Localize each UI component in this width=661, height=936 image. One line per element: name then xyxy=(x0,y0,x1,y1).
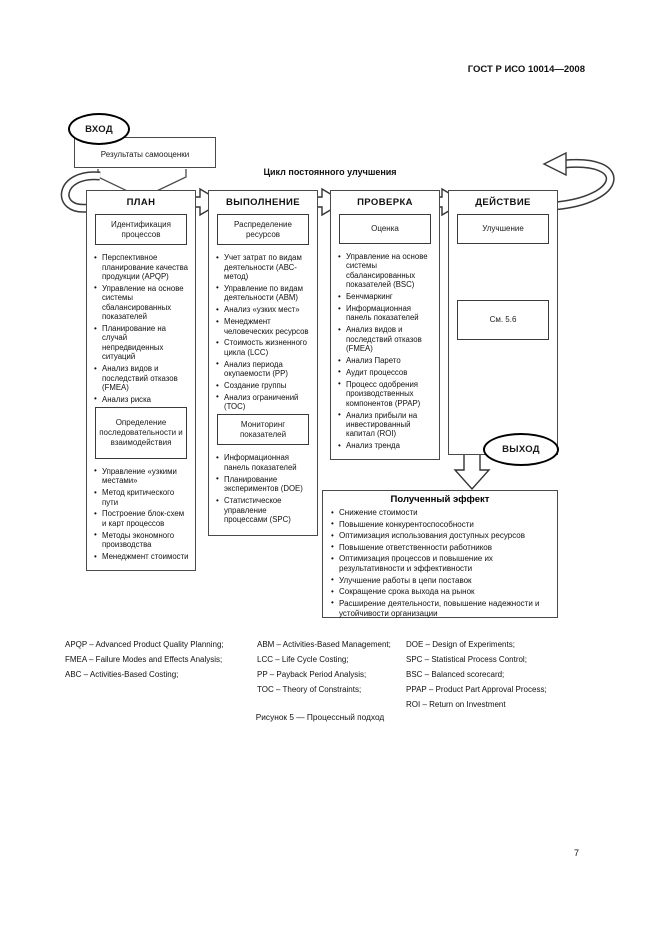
output-node: ВЫХОД xyxy=(483,433,559,466)
input-label: ВХОД xyxy=(85,123,113,135)
document-header: ГОСТ Р ИСО 10014—2008 xyxy=(467,64,585,75)
list-item: Повышение ответственности работников xyxy=(331,542,551,553)
list-item: Снижение стоимости xyxy=(331,508,551,518)
list-item: Методы экономного производства xyxy=(94,530,190,550)
plan-box-sequence: Определение последовательности и взаимод… xyxy=(95,406,187,459)
list-item: Анализ периода окупаемости (РР) xyxy=(216,359,312,379)
legend-column-1: APQP – Advanced Product Quality Planning… xyxy=(65,637,224,682)
page-number: 7 xyxy=(574,848,580,858)
list-item: Статистическое управление процессами (SP… xyxy=(216,496,312,524)
list-item: APQP – Advanced Product Quality Planning… xyxy=(65,640,224,649)
list-item: BSC – Balanced scorecard; xyxy=(406,670,505,679)
legend-list-1: APQP – Advanced Product Quality Planning… xyxy=(65,637,224,682)
list-item: Расширение деятельности, повышение надеж… xyxy=(331,598,551,619)
check-box-evaluation: Оценка xyxy=(339,214,431,244)
list-item: Анализ Парето xyxy=(338,356,434,366)
plan-bullets-1: Перспективное планирование качества прод… xyxy=(92,251,190,404)
list-item: DOE – Design of Experiments; xyxy=(406,640,515,649)
list-item: Планирование экспериментов (DOE) xyxy=(216,474,312,494)
list-item: PPAP – Product Part Approval Process; xyxy=(406,685,547,694)
list-item: Оптимизация процессов и повышение их рез… xyxy=(331,554,551,574)
list-item: Улучшение работы в цепи поставок xyxy=(331,575,551,586)
list-item: Управление «узкими местами» xyxy=(94,466,190,486)
list-item: Аудит процессов xyxy=(338,367,434,377)
plan-bullets-2: Управление «узкими местами» Метод критиче… xyxy=(92,465,190,562)
list-item: Управление на основе системы сбалансиров… xyxy=(94,283,190,322)
do-bullets-2: Информационная панель показателейПланиро… xyxy=(214,451,312,524)
list-item: Анализ прибыли на инвестированный капита… xyxy=(338,410,434,439)
self-assessment-label: Результаты самооценки xyxy=(100,150,190,159)
input-node: ВХОД xyxy=(68,113,130,145)
do-bullets-1: Учет затрат по видам деятельности (АВС-м… xyxy=(214,251,312,412)
list-item: Бенчмаркинг xyxy=(338,292,434,302)
list-item: Анализ тренда xyxy=(338,441,434,451)
list-item: Повышение конкурентоспособности xyxy=(331,519,551,530)
list-item: Построение блок-схем и карт процессов xyxy=(94,509,190,528)
column-do: ВЫПОЛНЕНИЕ Распределение ресурсов Учет з… xyxy=(208,190,318,536)
column-act: ДЕЙСТВИЕ Улучшение См. 5.6 xyxy=(448,190,558,455)
column-plan-title: ПЛАН xyxy=(126,197,156,208)
arrow-output-down-icon xyxy=(453,451,491,491)
do-box-resources: Распределение ресурсов xyxy=(217,214,309,246)
do-box-monitoring: Мониторинг показателей xyxy=(217,414,309,446)
list-item: ROI – Return on Investment xyxy=(406,700,506,709)
list-item: Метод критического пути xyxy=(94,488,190,507)
list-item: ABM – Activities-Based Management; xyxy=(257,640,391,649)
column-check-title: ПРОВЕРКА xyxy=(357,197,413,208)
cycle-loop-right-icon xyxy=(542,151,615,211)
list-item: ABC – Activities-Based Costing; xyxy=(65,670,179,679)
legend-column-3: DOE – Design of Experiments; SPC – Statis… xyxy=(406,637,547,712)
list-item: Анализ риска xyxy=(94,394,190,404)
list-item: SPC – Statistical Process Control; xyxy=(406,655,527,664)
list-item: Анализ видов и последствий отказов (FMEA… xyxy=(338,325,434,353)
legend-column-2: ABM – Activities-Based Management; LCC – … xyxy=(257,637,391,697)
list-item: PP – Payback Period Analysis; xyxy=(257,670,367,679)
figure-caption: Рисунок 5 — Процессный подход xyxy=(255,712,385,722)
column-check: ПРОВЕРКА Оценка Управление на основе сис… xyxy=(330,190,440,460)
list-item: Информационная панель показателей xyxy=(216,453,312,472)
list-item: Управление на основе системы сбалансиров… xyxy=(338,252,434,290)
effect-box: Полученный эффект Снижение стоимостиПовы… xyxy=(322,490,558,618)
legend-list-3: DOE – Design of Experiments; SPC – Statis… xyxy=(406,637,547,712)
act-box-improvement: Улучшение xyxy=(457,214,549,244)
list-item: LCC – Life Cycle Costing; xyxy=(257,655,349,664)
list-item: TOC – Theory of Constraints; xyxy=(257,685,362,694)
list-item: Анализ «узких мест» xyxy=(216,305,312,315)
list-item: Менеджмент человеческих ресурсов xyxy=(216,317,312,336)
list-item: Создание группы xyxy=(216,381,312,391)
list-item: Анализ ограничений (ТОС) xyxy=(216,392,312,412)
column-act-title: ДЕЙСТВИЕ xyxy=(475,197,531,208)
list-item: FMEA – Failure Modes and Effects Analysi… xyxy=(65,655,223,664)
column-plan: ПЛАН Идентификация процессов Перспективн… xyxy=(86,190,196,571)
legend-list-2: ABM – Activities-Based Management; LCC – … xyxy=(257,637,391,697)
column-do-title: ВЫПОЛНЕНИЕ xyxy=(225,197,301,208)
check-bullets-1: Управление на основе системы сбалансиров… xyxy=(336,250,434,451)
list-item: Анализ видов и последствий отказов (FMEA… xyxy=(94,364,190,392)
act-box-see-ref: См. 5.6 xyxy=(457,300,549,340)
cycle-title: Цикл постоянного улучшения xyxy=(263,167,397,177)
list-item: Процесс одобрения производственных компо… xyxy=(338,379,434,408)
list-item: Оптимизация использования доступных ресу… xyxy=(331,531,551,541)
list-item: Менеджмент стоимости xyxy=(94,552,190,562)
plan-box-identification: Идентификация процессов xyxy=(95,214,187,246)
list-item: Сокращение срока выхода на рынок xyxy=(331,587,551,597)
effect-box-title: Полученный эффект xyxy=(390,494,490,505)
list-item: Учет затрат по видам деятельности (АВС-м… xyxy=(216,253,312,281)
list-item: Стоимость жизненного цикла (LCC) xyxy=(216,338,312,357)
list-item: Перспективное планирование качества прод… xyxy=(94,253,190,281)
list-item: Управление по видам деятельности (АВМ) xyxy=(216,283,312,303)
list-item: Планирование на случай непредвиденных си… xyxy=(94,324,190,362)
effect-bullets: Снижение стоимостиПовышение конкурентосп… xyxy=(329,506,551,619)
output-label: ВЫХОД xyxy=(502,444,540,455)
list-item: Информационная панель показателей xyxy=(338,304,434,323)
